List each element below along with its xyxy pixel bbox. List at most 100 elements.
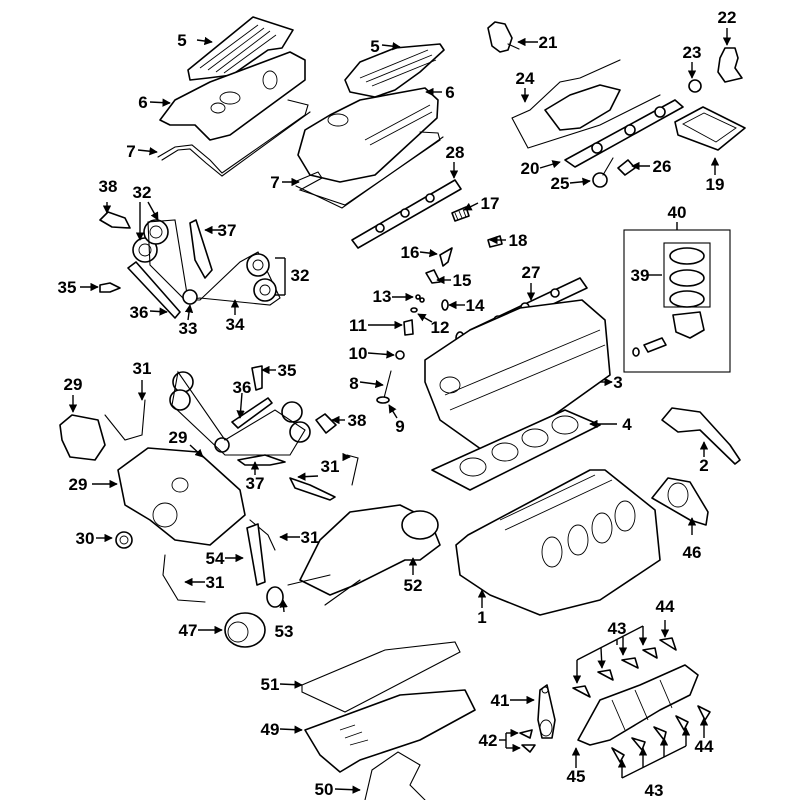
connecting-rod-41[interactable] (537, 684, 556, 739)
callout-12: 12 (431, 318, 450, 337)
solenoid[interactable] (487, 21, 520, 53)
valve-22[interactable] (717, 47, 743, 83)
valve-8[interactable] (376, 370, 392, 404)
timing-cover-29-small[interactable] (59, 414, 106, 461)
valve-cover-right[interactable] (297, 87, 439, 183)
callout-29: 29 (169, 428, 188, 447)
sprocket-53[interactable] (266, 586, 284, 608)
rocker-arm-16[interactable] (439, 247, 453, 267)
callout-47: 47 (179, 621, 198, 640)
engine-cover-right[interactable] (344, 43, 445, 98)
callout-39: 39 (631, 266, 650, 285)
callout-7: 7 (270, 173, 279, 192)
balancer-47[interactable] (224, 612, 266, 648)
adjuster-18[interactable] (487, 235, 503, 248)
callout-37: 37 (218, 221, 237, 240)
rod-bearings-42[interactable] (519, 729, 536, 753)
guide-31-lower[interactable] (162, 554, 206, 603)
valve-spring-11[interactable] (403, 319, 414, 336)
callout-35: 35 (278, 361, 297, 380)
thrust-bearing-44-top[interactable] (659, 637, 677, 651)
tensioner-35-top[interactable] (99, 282, 121, 293)
timing-cover-29-large[interactable] (117, 447, 246, 546)
tensioner-35-mid[interactable] (251, 365, 263, 391)
cover-2[interactable] (661, 407, 741, 465)
guide-36-mid[interactable] (231, 397, 273, 429)
oil-separator-19[interactable] (674, 106, 746, 151)
valve-cover-left[interactable] (159, 51, 306, 141)
guide-37-mid[interactable] (237, 454, 286, 466)
valve-cover-gasket-right[interactable] (291, 131, 444, 209)
callout-32: 32 (291, 266, 310, 285)
callout-29: 29 (64, 375, 83, 394)
callout-49: 49 (261, 720, 280, 739)
bracket-26[interactable] (617, 159, 636, 176)
callout-51: 51 (261, 675, 280, 694)
oil-pump-chain-54[interactable] (246, 523, 266, 586)
guide-36[interactable] (127, 261, 181, 319)
piston-assembly-box[interactable] (623, 222, 731, 373)
callout-36: 36 (233, 378, 252, 397)
rear-seal-retainer[interactable] (651, 477, 709, 526)
callout-21: 21 (539, 33, 558, 52)
callout-24: 24 (516, 69, 535, 88)
plug-23[interactable] (688, 79, 702, 93)
oil-pump-52[interactable] (287, 504, 441, 606)
callout-10: 10 (349, 344, 368, 363)
callout-11: 11 (349, 316, 367, 335)
manifold-gasket[interactable] (511, 59, 661, 149)
guide-31-top[interactable] (104, 399, 146, 441)
guide-37[interactable] (189, 219, 213, 279)
head-gasket[interactable] (431, 409, 601, 491)
callout-31: 31 (133, 359, 152, 378)
callout-8: 8 (349, 374, 358, 393)
guide-31-mid[interactable] (289, 477, 336, 501)
sprockets-32-right[interactable] (246, 253, 277, 302)
timing-chain-lower[interactable] (169, 370, 311, 456)
callout-41: 41 (491, 691, 510, 710)
oil-pan-49[interactable] (304, 689, 476, 773)
camshaft-20[interactable] (564, 99, 684, 168)
callout-labels: 5 6 7 5 6 7 21 22 23 24 20 25 26 19 28 1… (58, 8, 737, 800)
callout-50: 50 (315, 780, 334, 799)
piston-ring (669, 290, 705, 308)
callout-26: 26 (653, 157, 672, 176)
rocker-15[interactable] (425, 269, 441, 284)
cylinder-head[interactable] (424, 299, 611, 453)
callout-6: 6 (138, 93, 147, 112)
callout-1: 1 (477, 608, 486, 627)
engine-block[interactable] (455, 469, 661, 616)
gasket-51[interactable] (301, 641, 461, 713)
callout-3: 3 (613, 373, 622, 392)
guide-31-right[interactable] (346, 454, 359, 486)
tensioner-shoe-38-top[interactable] (99, 211, 131, 229)
spring-17[interactable] (451, 206, 470, 222)
callout-43: 43 (645, 781, 664, 800)
sensor-25[interactable] (592, 157, 614, 188)
callout-34: 34 (226, 315, 245, 334)
thrust-bearing-44-bottom[interactable] (697, 705, 711, 721)
oil-pan-gasket-50[interactable] (364, 751, 426, 800)
crankshaft-45[interactable] (577, 664, 699, 746)
lifter-14[interactable] (441, 299, 449, 311)
callout-22: 22 (718, 8, 737, 27)
keepers-13[interactable] (415, 294, 425, 303)
main-bearings-upper[interactable] (572, 647, 658, 698)
callout-52: 52 (404, 576, 423, 595)
tensioner-shoe-38-mid[interactable] (315, 413, 337, 434)
timing-chain-34[interactable] (147, 219, 281, 306)
crank-sprocket-33[interactable] (182, 289, 198, 305)
sprockets-32-left[interactable] (132, 219, 169, 263)
front-seal-30[interactable] (115, 531, 133, 549)
leader-lines (68, 28, 732, 794)
callout-46: 46 (683, 543, 702, 562)
seal-12[interactable] (410, 307, 418, 313)
engine-cover-left[interactable] (187, 16, 294, 81)
callout-33: 33 (179, 319, 198, 338)
main-bearings-lower[interactable] (611, 715, 689, 763)
callout-38: 38 (348, 411, 367, 430)
callout-40: 40 (668, 203, 687, 222)
valve-cover-gasket-left[interactable] (157, 99, 311, 177)
valve-keeper-10[interactable] (395, 350, 405, 360)
camshaft-28[interactable] (351, 179, 462, 249)
